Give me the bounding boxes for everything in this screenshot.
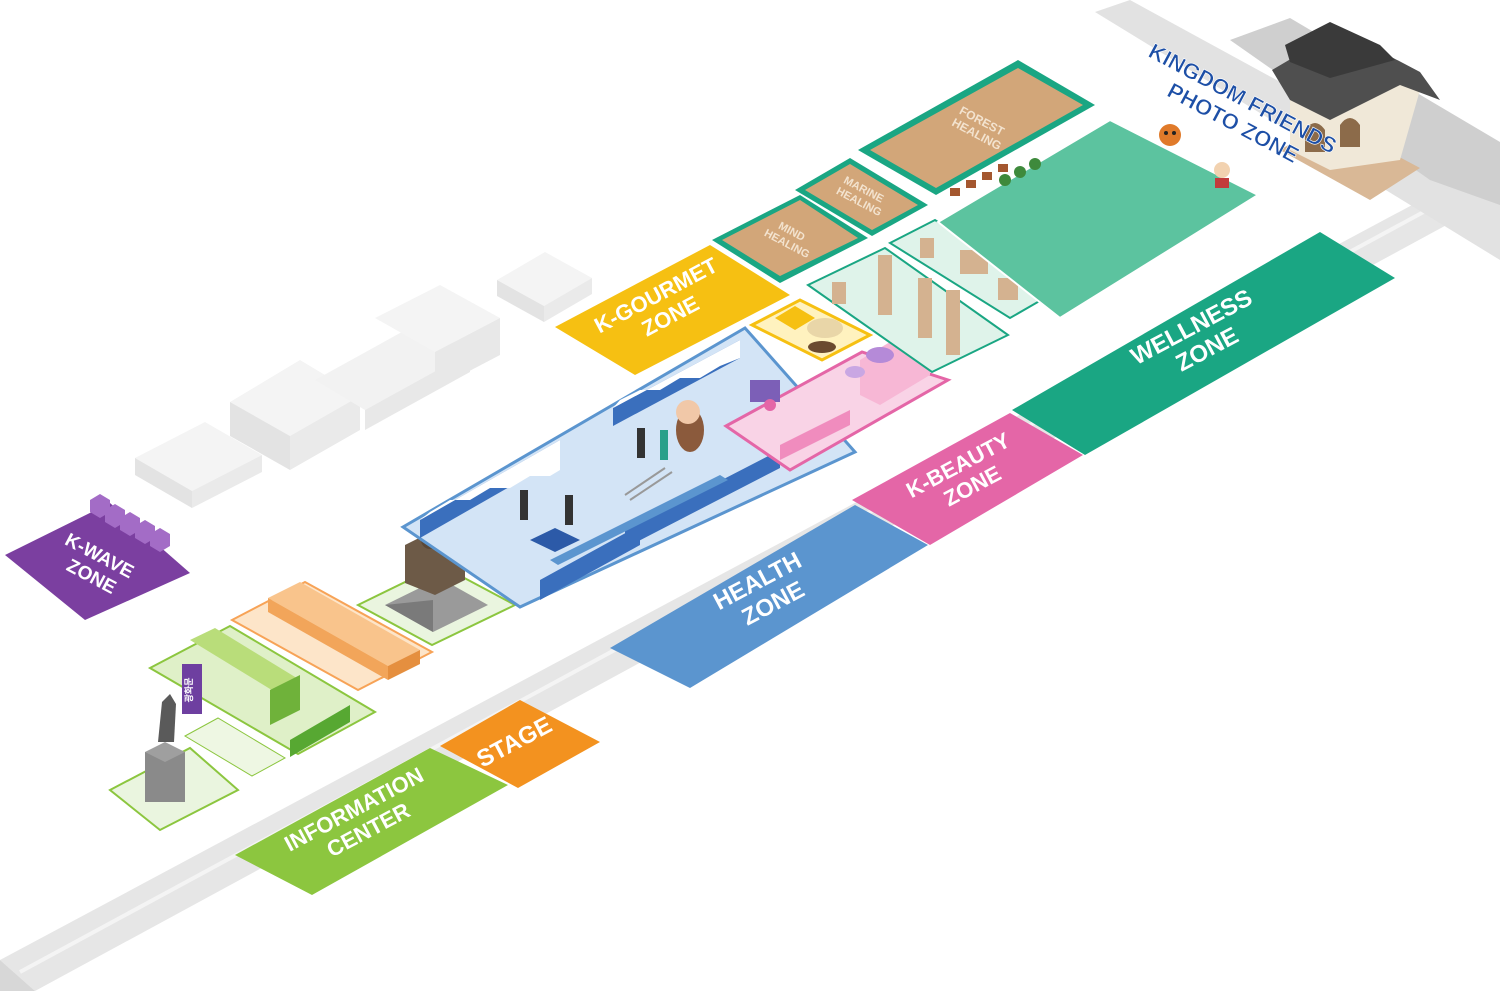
healing-area-marine[interactable]: MARINE HEALING bbox=[795, 158, 928, 236]
k-wave-zone[interactable]: K-WAVE ZONE bbox=[5, 494, 190, 620]
green-gate-area: 광화문 bbox=[147, 624, 378, 777]
photo-zone-plaza bbox=[936, 118, 1261, 320]
wellness-zone[interactable]: WELLNESS ZONE bbox=[1012, 232, 1395, 455]
admiral-statue-plaza bbox=[108, 694, 240, 832]
wellness-pavilion bbox=[806, 218, 1052, 374]
healing-area-forest[interactable]: FOREST HEALING bbox=[858, 60, 1095, 195]
second-mascot-icon bbox=[1214, 162, 1230, 188]
beauty-pavilion bbox=[723, 330, 952, 472]
gourmet-pavilion bbox=[748, 298, 874, 362]
gwanghwamun-gate bbox=[1230, 18, 1500, 205]
signpost-label: 광화문 bbox=[183, 678, 194, 703]
background-buildings bbox=[135, 252, 592, 508]
healing-area-mind[interactable]: MIND HEALING bbox=[712, 195, 868, 283]
orange-seating-area bbox=[229, 580, 435, 692]
stage-zone[interactable]: STAGE bbox=[440, 700, 600, 788]
mascot-icon bbox=[1159, 124, 1181, 146]
health-pavilion bbox=[400, 326, 858, 609]
health-zone[interactable]: HEALTH ZONE bbox=[610, 505, 928, 688]
